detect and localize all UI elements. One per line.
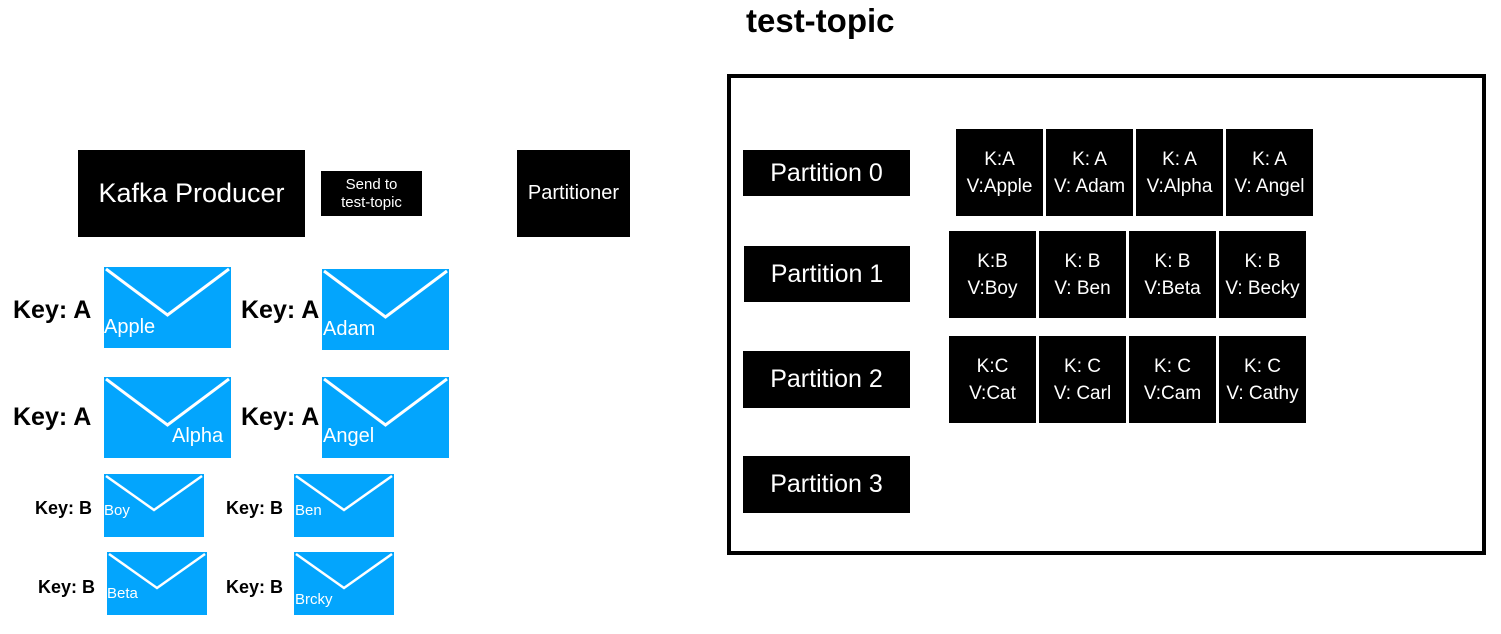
partition-2-message: K: C V: Cathy bbox=[1219, 336, 1306, 423]
partition-1-message: K: B V:Beta bbox=[1129, 231, 1216, 318]
send-to-box: Send to test-topic bbox=[321, 171, 422, 216]
partition-0-message: K: A V: Adam bbox=[1046, 129, 1133, 216]
envelope-value: Angel bbox=[323, 425, 375, 447]
message-value: V: Cathy bbox=[1226, 382, 1299, 404]
envelope-icon: Adam bbox=[322, 269, 449, 350]
send-to-line2: test-topic bbox=[341, 193, 402, 211]
message-value: V:Alpha bbox=[1146, 175, 1213, 197]
message-value: V: Ben bbox=[1054, 277, 1111, 299]
message-value: V: Adam bbox=[1053, 175, 1126, 197]
message-key: K: A bbox=[1252, 148, 1287, 170]
envelope-value: Adam bbox=[323, 318, 376, 340]
partition-2-label: Partition 2 bbox=[743, 351, 910, 408]
envelope-value: Boy bbox=[104, 502, 130, 519]
envelope-value: Brcky bbox=[295, 591, 333, 608]
message-key: K: C bbox=[1154, 355, 1191, 377]
envelope-icon: Apple bbox=[104, 267, 231, 348]
envelope-value: Beta bbox=[107, 585, 138, 602]
message-key: K: B bbox=[1244, 250, 1281, 272]
kafka-producer-box: Kafka Producer bbox=[78, 150, 305, 237]
envelope-key-label: Key: B bbox=[35, 498, 93, 518]
envelope-key-label: Key: A bbox=[13, 296, 92, 324]
partition-0-label: Partition 0 bbox=[743, 150, 910, 196]
envelope-icon: Boy bbox=[104, 474, 204, 537]
message-value: V:Cam bbox=[1143, 382, 1202, 404]
envelope-key-label: Key: A bbox=[241, 296, 320, 324]
partition-2-message: K: C V: Carl bbox=[1039, 336, 1126, 423]
envelope-icon: Ben bbox=[294, 474, 394, 537]
partition-3-label: Partition 3 bbox=[743, 456, 910, 513]
envelope-value: Alpha bbox=[172, 425, 224, 447]
message-key: K: C bbox=[1064, 355, 1101, 377]
message-value: V:Boy bbox=[967, 277, 1018, 299]
envelope-icon: Brcky bbox=[294, 552, 394, 615]
topic-title: test-topic bbox=[746, 2, 895, 39]
partition-0-message: K: A V:Alpha bbox=[1136, 129, 1223, 216]
topic-container bbox=[727, 74, 1486, 555]
message-key: K: B bbox=[1154, 250, 1191, 272]
partition-1-label: Partition 1 bbox=[744, 246, 910, 302]
envelope-key-label: Key: A bbox=[241, 403, 320, 431]
message-key: K: A bbox=[1072, 148, 1107, 170]
message-key: K: A bbox=[1162, 148, 1197, 170]
envelope-value: Apple bbox=[104, 316, 156, 338]
partition-1-message: K: B V: Ben bbox=[1039, 231, 1126, 318]
message-key: K: C bbox=[1244, 355, 1281, 377]
envelope-icon: Alpha bbox=[104, 377, 231, 458]
message-key: K:A bbox=[984, 148, 1015, 170]
message-key: K:C bbox=[976, 355, 1009, 377]
partition-2-message: K: C V:Cam bbox=[1129, 336, 1216, 423]
partition-0-message: K: A V: Angel bbox=[1226, 129, 1313, 216]
envelope-key-label: Key: B bbox=[226, 577, 284, 597]
message-key: K: B bbox=[1064, 250, 1101, 272]
envelope-value: Ben bbox=[295, 502, 322, 519]
message-value: V:Beta bbox=[1144, 277, 1201, 299]
message-value: V: Angel bbox=[1234, 175, 1305, 197]
partition-2-message: K:C V:Cat bbox=[949, 336, 1036, 423]
envelope-key-label: Key: B bbox=[38, 577, 96, 597]
message-value: V: Carl bbox=[1053, 382, 1112, 404]
partition-0-message: K:A V:Apple bbox=[956, 129, 1043, 216]
envelope-icon: Beta bbox=[107, 552, 207, 615]
partition-1-message: K:B V:Boy bbox=[949, 231, 1036, 318]
partition-1-message: K: B V: Becky bbox=[1219, 231, 1306, 318]
message-key: K:B bbox=[977, 250, 1008, 272]
envelope-key-label: Key: A bbox=[13, 403, 92, 431]
message-value: V:Cat bbox=[969, 382, 1016, 404]
partitioner-box: Partitioner bbox=[517, 150, 630, 237]
message-value: V: Becky bbox=[1225, 277, 1300, 299]
envelope-key-label: Key: B bbox=[226, 498, 284, 518]
send-to-line1: Send to bbox=[345, 175, 398, 193]
envelope-icon: Angel bbox=[322, 377, 449, 458]
message-value: V:Apple bbox=[966, 175, 1033, 197]
